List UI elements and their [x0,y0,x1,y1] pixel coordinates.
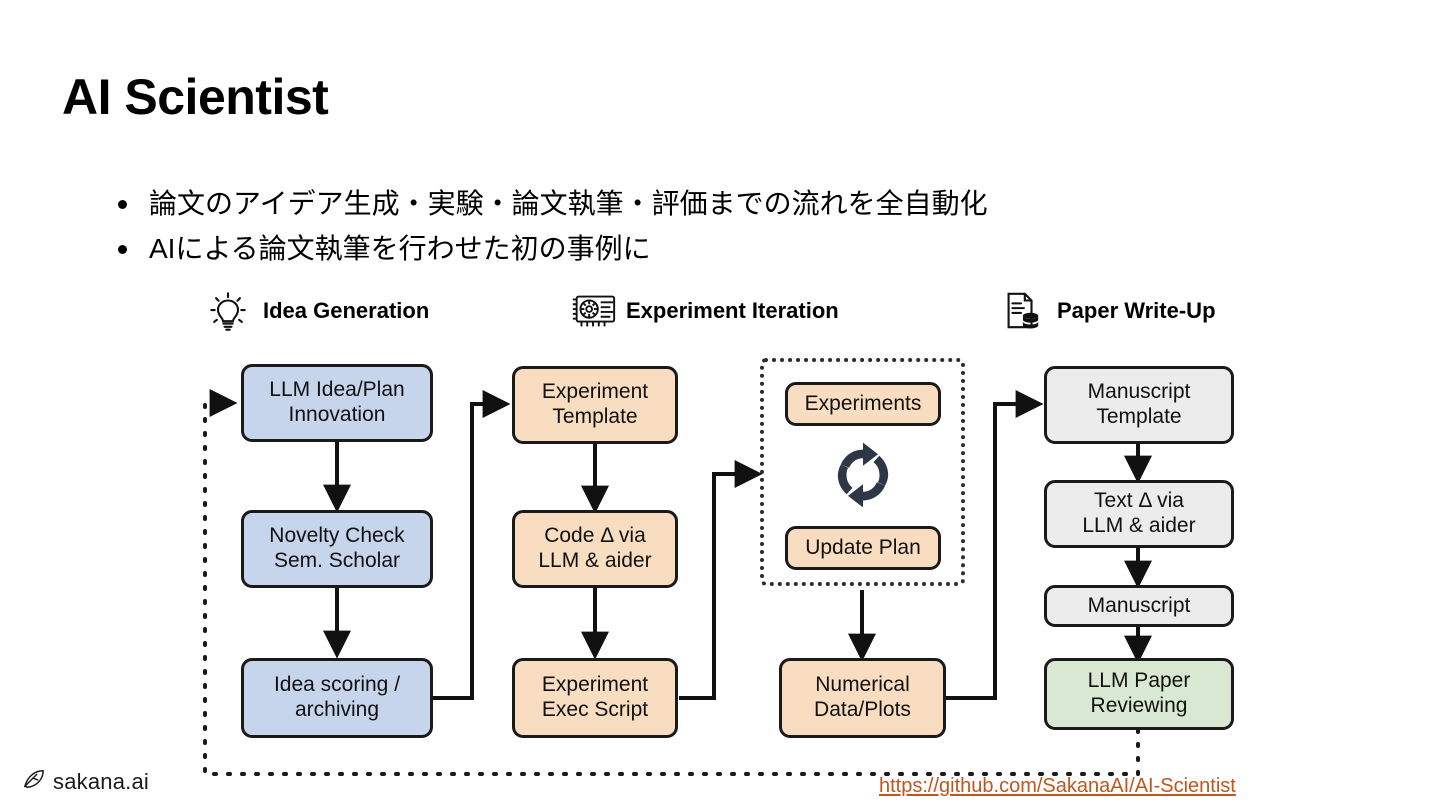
connector-layer [203,389,1152,776]
section-header-paper-write-up: Paper Write-Up [999,290,1216,332]
node-label: Experiments [804,391,922,415]
logo-text: sakana.ai [53,768,149,794]
section-label: Idea Generation [263,298,430,323]
lightbulb-icon [205,290,251,332]
list-item: 論文のアイデア生成・実験・論文執筆・評価までの流れを全自動化 [118,184,1218,223]
bullet-dot-icon [118,200,127,209]
bullet-text: AIによる論文執筆を行わせた初の事例に [149,233,651,265]
node-label: Manuscript [1087,593,1191,617]
list-item: AIによる論文執筆を行わせた初の事例に [118,229,1218,268]
experiment-iteration-group [760,358,965,586]
node-label: Idea scoring /archiving [273,673,401,721]
bullet-dot-icon [118,245,127,255]
gpu-card-icon [568,290,616,332]
section-header-experiment-iteration: Experiment Iteration [568,290,839,332]
node-idea-scoring[interactable]: Idea scoring /archiving [241,658,433,738]
pipeline-diagram: Idea Generation Experiment Iteration [0,278,1440,778]
document-database-icon [999,290,1045,332]
github-link[interactable]: https://github.com/SakanaAI/AI-Scientist [879,775,1236,797]
node-label: Update Plan [805,535,921,559]
node-manuscript[interactable]: Manuscript [1044,585,1234,627]
sakana-logo: sakana.ai [22,768,149,795]
bullet-list: 論文のアイデア生成・実験・論文執筆・評価までの流れを全自動化 AIによる論文執筆… [118,184,1218,274]
node-update-plan[interactable]: Update Plan [785,526,941,570]
section-header-idea-generation: Idea Generation [205,290,429,332]
bullet-text: 論文のアイデア生成・実験・論文執筆・評価までの流れを全自動化 [149,188,988,219]
node-experiments[interactable]: Experiments [785,382,941,426]
section-label: Paper Write-Up [1057,298,1216,323]
section-label: Experiment Iteration [626,298,839,323]
page-title: AI Scientist [62,69,329,125]
sakana-fish-icon [22,768,46,795]
refresh-cycle-icon [826,438,900,517]
